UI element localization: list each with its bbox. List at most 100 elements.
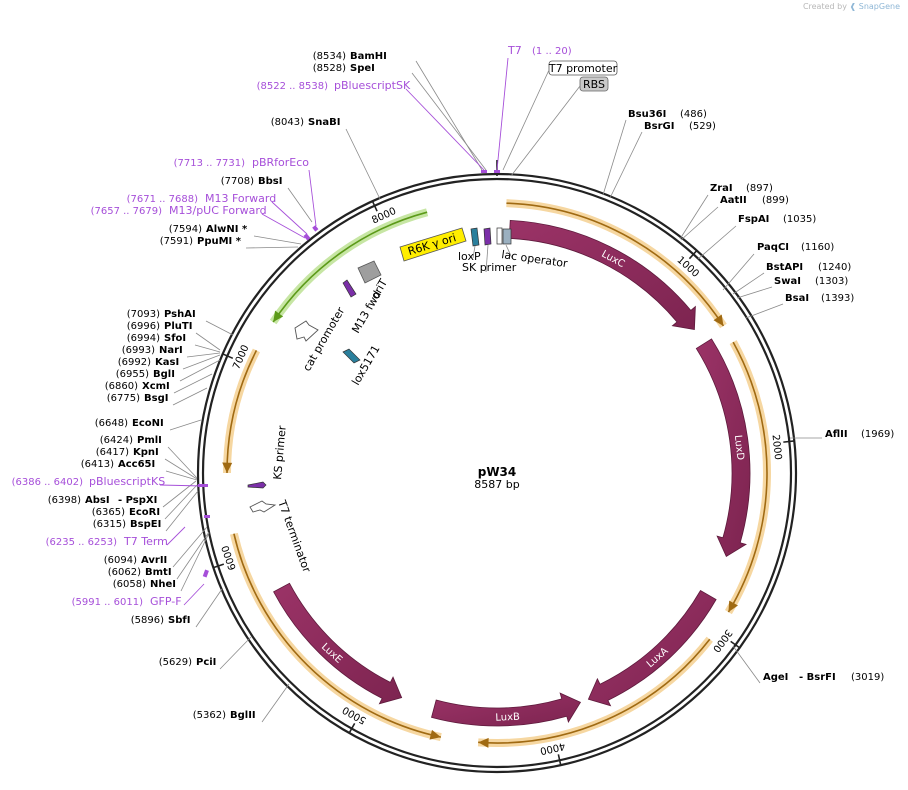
site-name[interactable]: EcoNI xyxy=(132,418,164,429)
scale-tick-label: 2000 xyxy=(769,434,783,460)
orf-arc-luxb-luxe[interactable] xyxy=(233,533,442,738)
site-name[interactable]: AgeI xyxy=(763,672,788,683)
primer-name[interactable]: M13 Forward xyxy=(205,192,276,205)
site-name[interactable]: AatII xyxy=(720,195,747,206)
site-name[interactable]: KasI xyxy=(155,357,179,368)
cat-promoter-feature[interactable] xyxy=(294,320,319,342)
primer-name[interactable]: pBRforEco xyxy=(252,156,309,169)
site-name[interactable]: BstAPI xyxy=(766,262,803,273)
site-name[interactable]: AflII xyxy=(825,429,848,440)
gene-luxc-arrow[interactable] xyxy=(508,219,696,331)
site-name[interactable]: PshAI xyxy=(164,309,196,320)
site-name[interactable]: BbsI xyxy=(258,176,282,187)
lac-promoter-feature[interactable] xyxy=(502,228,512,245)
site-leader-line xyxy=(736,286,773,299)
orit-feature[interactable] xyxy=(357,260,382,284)
lox5171-feature[interactable] xyxy=(342,348,361,364)
site-name[interactable]: BsrGI xyxy=(644,121,674,132)
site-name[interactable]: Bsu36I xyxy=(628,109,666,120)
t7-terminator-feature[interactable] xyxy=(249,500,277,513)
site-leader-line xyxy=(176,531,210,580)
loxp-feature[interactable] xyxy=(470,227,480,247)
primer-name[interactable]: pBluescriptKS xyxy=(89,475,165,488)
site-name[interactable]: SwaI xyxy=(774,276,801,287)
site-leader-line xyxy=(180,532,210,592)
site-name[interactable]: BspEI xyxy=(130,519,161,530)
gene-luxd-arrow[interactable] xyxy=(695,338,751,558)
site-name[interactable]: SnaBI xyxy=(308,117,340,128)
site-number: (6094) xyxy=(104,555,137,566)
gene-luxa-arrow[interactable] xyxy=(587,589,717,707)
gene-luxe-arrow[interactable] xyxy=(273,582,403,705)
t7-term-mark[interactable] xyxy=(204,515,210,518)
site-leader-line xyxy=(697,225,737,260)
orf-arc-luxd[interactable] xyxy=(727,341,768,613)
site-name[interactable]: BmtI xyxy=(145,567,172,578)
site-leader-line xyxy=(602,119,627,196)
site-name[interactable]: AvrII xyxy=(141,555,167,566)
site-name[interactable]: PluTI xyxy=(164,321,192,332)
gfp-f-mark[interactable] xyxy=(202,569,209,578)
site-number: (5362) xyxy=(193,710,226,721)
site-name[interactable]: AlwNI * xyxy=(206,224,248,235)
scale-tick-label: 3000 xyxy=(710,627,734,654)
site-name[interactable]: KpnI xyxy=(133,447,159,458)
site-name[interactable]: BglI xyxy=(153,369,175,380)
site-leader-line xyxy=(186,352,221,358)
m13-forward-mark[interactable] xyxy=(303,233,311,241)
site-name[interactable]: NarI xyxy=(159,345,183,356)
snapgene-watermark: Created by ❰ SnapGene xyxy=(803,2,900,11)
pbluescriptks-mark[interactable] xyxy=(198,484,208,487)
site-name[interactable]: SbfI xyxy=(168,615,190,626)
site-name[interactable]: ZraI xyxy=(710,183,733,194)
site-name[interactable]: XcmI xyxy=(142,381,170,392)
primer-name[interactable]: T7 Term xyxy=(123,535,168,548)
site-name[interactable]: PciI xyxy=(196,657,216,668)
t7-terminator-label: T7 terminator xyxy=(275,498,314,575)
lac-operator-feature[interactable] xyxy=(496,227,503,245)
primer-name[interactable]: pBluescriptSK xyxy=(334,79,411,92)
site-name[interactable]: PmlI xyxy=(137,435,162,446)
site-name[interactable]: FspAI xyxy=(738,214,769,225)
site-name-2[interactable]: - PspXI xyxy=(118,495,157,506)
orf-arc-luxc[interactable] xyxy=(506,202,725,327)
site-number: (6860) xyxy=(105,381,138,392)
t7-promoter-callout[interactable]: T7 promoter xyxy=(548,60,618,76)
site-name[interactable]: BsgI xyxy=(144,393,168,404)
orf-arc-left-halo xyxy=(269,208,429,325)
site-name-2[interactable]: - BsrFI xyxy=(799,672,836,683)
ks-primer-feature[interactable] xyxy=(247,481,267,489)
rbs-label: RBS xyxy=(583,78,605,91)
site-name[interactable]: AbsI xyxy=(85,495,110,506)
site-name[interactable]: EcoRI xyxy=(129,507,160,518)
orf-arc-luxa[interactable] xyxy=(478,638,711,744)
site-name[interactable]: NheI xyxy=(150,579,176,590)
site-name[interactable]: PaqCI xyxy=(757,242,789,253)
site-name[interactable]: PpuMI * xyxy=(197,236,242,247)
primer-name[interactable]: T7 xyxy=(507,44,522,57)
pbrforeco-mark[interactable] xyxy=(312,225,319,232)
sk-primer-feature[interactable] xyxy=(483,227,492,246)
r6k-ori[interactable]: R6K γ ori xyxy=(399,227,467,262)
site-number: (8043) xyxy=(271,117,304,128)
orf-arc-cat[interactable] xyxy=(226,350,258,474)
gene-luxb-arrow[interactable] xyxy=(431,692,582,727)
rbs-callout[interactable]: RBS xyxy=(579,76,609,92)
pbluescriptsk-mark[interactable] xyxy=(481,170,487,173)
orf-arc-left[interactable] xyxy=(272,211,428,323)
site-leader-line xyxy=(167,446,198,479)
site-name[interactable]: SfoI xyxy=(164,333,186,344)
site-name[interactable]: BglII xyxy=(230,710,256,721)
site-name[interactable]: SpeI xyxy=(350,63,375,74)
t7-primer-mark[interactable] xyxy=(494,170,500,173)
primer-name[interactable]: M13/pUC Forward xyxy=(169,204,267,217)
primer-name[interactable]: GFP-F xyxy=(150,595,182,608)
m13-fwd-feature[interactable] xyxy=(342,279,357,298)
site-number: (486) xyxy=(680,109,707,120)
site-number: (3019) xyxy=(851,672,884,683)
site-name[interactable]: BamHI xyxy=(350,51,387,62)
site-name[interactable]: BsaI xyxy=(785,293,809,304)
site-leader-line xyxy=(195,332,221,351)
site-name[interactable]: Acc65I xyxy=(118,459,155,470)
r6k-ori-label: R6K γ ori xyxy=(406,231,457,258)
